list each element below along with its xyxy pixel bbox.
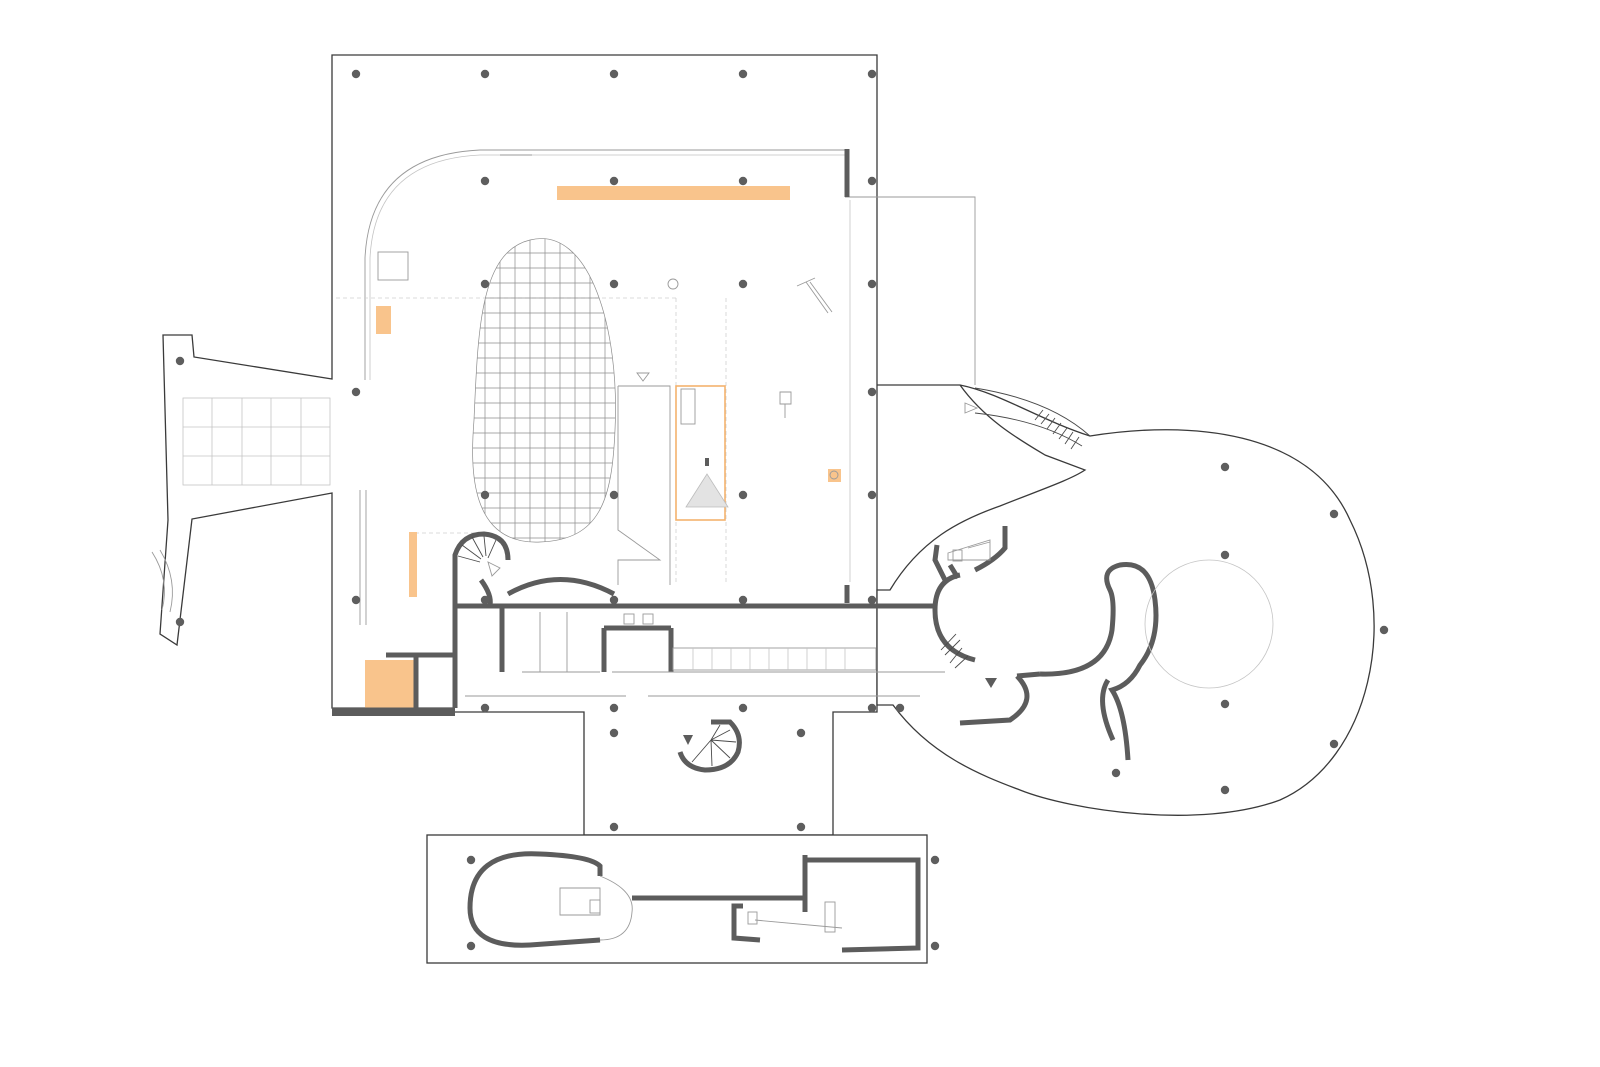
column-20 bbox=[351, 595, 361, 605]
column-19 bbox=[867, 490, 877, 500]
spiral-stair-east bbox=[940, 633, 997, 688]
curved-stair-northeast bbox=[964, 387, 1091, 450]
accent-square bbox=[365, 660, 417, 708]
curved-glazing-inner bbox=[369, 154, 845, 380]
column-42 bbox=[1220, 550, 1230, 560]
bench-row bbox=[672, 647, 877, 671]
column-12 bbox=[738, 279, 748, 289]
column-33 bbox=[796, 728, 806, 738]
column-39 bbox=[930, 941, 940, 951]
column-22 bbox=[609, 595, 619, 605]
west-bench-curve bbox=[151, 549, 173, 613]
column-11 bbox=[609, 279, 619, 289]
annex-round-room bbox=[1144, 559, 1274, 689]
column-9 bbox=[867, 176, 877, 186]
accent-elements bbox=[365, 186, 841, 708]
column-16 bbox=[480, 490, 490, 500]
column-6 bbox=[480, 176, 490, 186]
curved-glazing bbox=[364, 149, 845, 380]
pavilion-shelf bbox=[824, 901, 836, 933]
column-32 bbox=[609, 728, 619, 738]
column-47 bbox=[1111, 768, 1121, 778]
column-37 bbox=[466, 941, 476, 951]
column-38 bbox=[930, 855, 940, 865]
column-25 bbox=[175, 356, 185, 366]
column-46 bbox=[1220, 785, 1230, 795]
east-annex-outline bbox=[876, 384, 1375, 816]
column-26 bbox=[175, 617, 185, 627]
annex-room-lines bbox=[947, 539, 991, 561]
column-17 bbox=[609, 490, 619, 500]
chair-mark bbox=[779, 391, 792, 418]
central-stair-void bbox=[617, 385, 671, 585]
column-10 bbox=[480, 279, 490, 289]
column-23 bbox=[738, 595, 748, 605]
column-35 bbox=[796, 822, 806, 832]
accent-vertical-bar bbox=[409, 532, 417, 597]
column-30 bbox=[867, 703, 877, 713]
column-45 bbox=[1329, 739, 1339, 749]
spiral-stair-north bbox=[452, 531, 511, 606]
display-inner bbox=[680, 388, 696, 425]
pavilion-wc-1 bbox=[589, 899, 601, 914]
spiral-stair-south bbox=[677, 719, 742, 773]
accent-small-west bbox=[376, 306, 391, 334]
column-24 bbox=[867, 595, 877, 605]
column-40 bbox=[1220, 462, 1230, 472]
service-line bbox=[845, 196, 976, 385]
column-43 bbox=[1379, 625, 1389, 635]
oval-grid-structure bbox=[472, 238, 616, 543]
niche-box bbox=[377, 251, 409, 281]
column-36 bbox=[466, 855, 476, 865]
column-21 bbox=[480, 595, 490, 605]
column-7 bbox=[609, 176, 619, 186]
curved-wall-north bbox=[506, 577, 616, 597]
column-41 bbox=[1329, 509, 1339, 519]
column-5 bbox=[867, 69, 877, 79]
column-2 bbox=[480, 69, 490, 79]
wc-2 bbox=[642, 613, 654, 625]
south-pavilion-walls bbox=[467, 851, 921, 953]
display-frame bbox=[675, 385, 726, 521]
column-27 bbox=[480, 703, 490, 713]
column-14 bbox=[351, 387, 361, 397]
pavilion-room-lines bbox=[559, 887, 843, 929]
column-3 bbox=[609, 69, 619, 79]
main-slab-outline bbox=[159, 54, 878, 836]
corridor-walls bbox=[332, 603, 937, 716]
wc-1 bbox=[623, 613, 635, 625]
column-29 bbox=[738, 703, 748, 713]
west-terrace-grid bbox=[182, 397, 331, 486]
accent-long-bar bbox=[557, 186, 790, 200]
column-13 bbox=[867, 279, 877, 289]
building-outline bbox=[159, 54, 1375, 964]
column-1 bbox=[351, 69, 361, 79]
pavilion-wc-2 bbox=[747, 911, 758, 925]
column-31 bbox=[895, 703, 905, 713]
triangle-mark-1 bbox=[636, 372, 650, 382]
annex-wc bbox=[952, 549, 963, 562]
small-circle bbox=[667, 278, 679, 290]
accent-circle-mark bbox=[829, 470, 839, 480]
column-18 bbox=[738, 490, 748, 500]
column-8 bbox=[738, 176, 748, 186]
tool-mark bbox=[796, 277, 833, 314]
column-44 bbox=[1220, 699, 1230, 709]
column-15 bbox=[867, 387, 877, 397]
column-28 bbox=[609, 703, 619, 713]
column-grid bbox=[175, 69, 1389, 951]
display-triangle bbox=[685, 473, 729, 508]
column-34 bbox=[609, 822, 619, 832]
column-4 bbox=[738, 69, 748, 79]
east-curved-walls bbox=[932, 526, 1159, 761]
